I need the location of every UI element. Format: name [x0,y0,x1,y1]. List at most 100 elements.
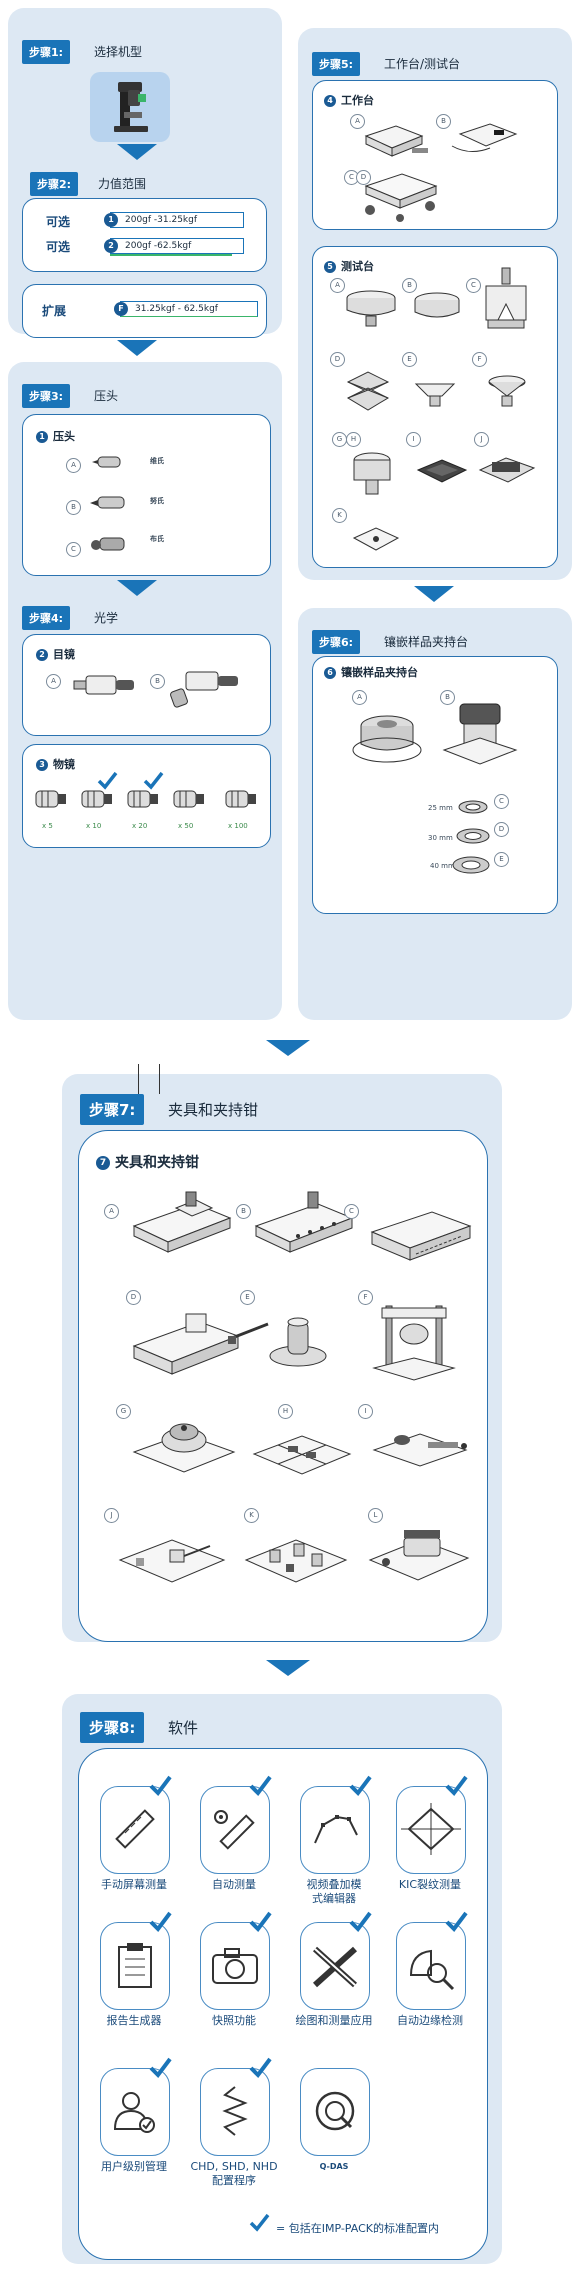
force-extension-num: F [114,302,128,316]
ring-25-icon[interactable] [456,798,490,816]
workbench-d-letter: D [356,170,371,185]
workbench-b-icon[interactable] [450,116,530,164]
objective-x5-icon[interactable] [34,788,68,810]
vise-b-icon[interactable] [248,1186,358,1260]
force-option-2[interactable]: 2 200gf -62.5kgf [104,238,244,254]
objective-x10-icon[interactable] [80,788,114,810]
machine-image[interactable] [90,72,170,142]
force-range-card [22,198,267,272]
check-icon [348,1774,372,1798]
step7-title: 夹具和夹持钳 [168,1101,259,1119]
testbench-i-letter: I [406,432,421,447]
knoop-indenter-icon[interactable] [88,492,128,514]
fixture-f-letter: F [358,1290,373,1305]
vise-a-icon[interactable] [126,1186,236,1260]
software-tile-7[interactable] [300,1922,370,2010]
ruler-icon [115,1809,155,1849]
testbench-k-icon[interactable] [350,522,402,556]
objective-card-label: 物镜 [53,758,75,771]
workbench-a-icon[interactable] [356,122,434,166]
software-tile-9[interactable] [100,2068,170,2156]
mount-holder-b-icon[interactable] [438,698,522,770]
objective-x100-icon[interactable] [224,788,258,810]
fixture-j-icon[interactable] [114,1524,230,1594]
fixture-e-icon[interactable] [228,1298,346,1382]
software-tile-1[interactable] [100,1786,170,1874]
check-icon [143,771,164,790]
edge-detect-icon [409,1949,455,1991]
software-tile-10[interactable] [200,2068,270,2156]
indenter-a-name: 维氏 [150,457,164,465]
fixture-g-icon[interactable] [126,1410,242,1486]
indenter-card-num: 1 [36,431,48,443]
mount-holder-a-icon[interactable] [344,704,430,770]
step3-title: 压头 [94,389,119,403]
force-option-1[interactable]: 1 200gf -31.25kgf [104,212,244,228]
vise-d-icon[interactable] [126,1302,244,1380]
testbench-e-icon[interactable] [412,376,458,412]
fixture-j-letter: J [104,1508,119,1523]
fixture-k-icon[interactable] [240,1524,352,1594]
fixture-i-icon[interactable] [368,1418,472,1478]
testbench-b-icon[interactable] [410,290,464,324]
testbench-d-icon[interactable] [340,368,396,416]
force-option-2-num: 2 [104,239,118,253]
eyepiece-b-icon[interactable] [168,664,248,712]
testbench-h-letter: H [346,432,361,447]
software-label: CHD, SHD, NHD 配置程序 [190,2160,278,2187]
objective-x20-icon[interactable] [126,788,160,810]
vickers-indenter-icon[interactable] [90,452,126,474]
testbench-k-letter: K [332,508,347,523]
indenter-c-letter: C [66,542,81,557]
fixture-h-icon[interactable] [248,1418,356,1488]
testbench-a-icon[interactable] [342,284,400,330]
step2-label: 步骤2: [30,172,79,196]
fixture-e-letter: E [240,1290,255,1305]
eyepiece-a-icon[interactable] [72,668,142,708]
check-icon [248,1910,272,1934]
mount-d-letter: D [494,822,509,837]
software-tile-2[interactable] [200,1786,270,1874]
indenter-b-name: 努氏 [150,497,164,505]
testbench-j-icon[interactable] [476,450,538,490]
testbench-f-icon[interactable] [484,372,530,412]
mount-size-25: 25 mm [428,804,453,812]
software-tile-6[interactable] [200,1922,270,2010]
fixture-b-letter: B [236,1204,251,1219]
clipboard-icon [118,1943,152,1988]
indenter-a-letter: A [66,458,81,473]
workbench-cd-icon[interactable] [350,162,450,224]
mount-b-letter: B [440,690,455,705]
auto-ruler-icon [214,1810,255,1850]
vise-c-icon[interactable] [366,1196,476,1266]
testbench-c-icon[interactable] [478,266,534,332]
force-extension-option[interactable]: F 31.25kgf - 62.5kgf [114,301,258,317]
testbench-i-icon[interactable] [414,454,470,490]
check-icon [148,2056,172,2080]
software-label: 自动测量 [212,1878,256,1891]
software-label: 用户级别管理 [101,2160,167,2173]
testbench-gh-icon[interactable] [344,448,400,500]
objective-x50-icon[interactable] [172,788,206,810]
software-tile-11[interactable] [300,2068,370,2156]
qdas-icon [315,2091,355,2131]
software-label: KIC裂纹测量 [398,1878,462,1891]
software-tile-8[interactable] [396,1922,466,2010]
eyepiece-a-letter: A [46,674,61,689]
force-option-2-range: 200gf -62.5kgf [125,241,192,251]
software-tile-4[interactable] [396,1786,466,1874]
ring-30-icon[interactable] [454,826,492,846]
fixture-l-icon[interactable] [364,1522,474,1590]
step5-title: 工作台/测试台 [384,57,461,71]
check-icon [348,1910,372,1934]
fixture-f-icon[interactable] [368,1292,460,1386]
brinell-indenter-icon[interactable] [88,534,128,556]
software-tile-5[interactable] [100,1922,170,2010]
mount-holder-card [312,656,558,914]
user-icon [113,2092,155,2133]
software-tile-3[interactable] [300,1786,370,1874]
step1-title: 选择机型 [94,45,143,59]
ring-40-icon[interactable] [450,854,492,876]
